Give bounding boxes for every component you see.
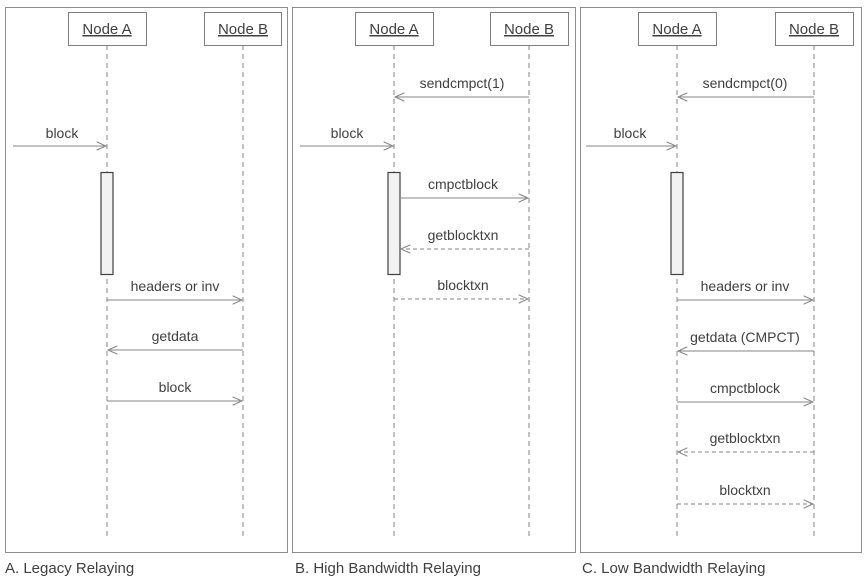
message-getblocktxn: getblocktxn [676, 430, 814, 457]
actor-label-node-b: Node B [789, 21, 839, 38]
message-blocktxn: blocktxn [677, 482, 815, 509]
panel-caption-legacy: A. Legacy Relaying [5, 560, 134, 577]
message-headers-or-inv: headers or inv [677, 278, 815, 305]
activation-bar-node-a [100, 171, 114, 276]
message-external-block: block [300, 125, 395, 151]
message-label: getdata [152, 328, 199, 344]
arrowhead-left-icon [399, 244, 411, 254]
message-label: sendcmpct(1) [420, 75, 505, 91]
actor-label-node-b: Node B [504, 21, 554, 38]
message-label: blocktxn [437, 277, 488, 293]
message-external-block: block [13, 125, 108, 151]
actor-box-node-a [68, 12, 147, 46]
message-external-block: block [586, 125, 678, 151]
message-label: block [331, 125, 365, 141]
message-label: headers or inv [131, 278, 220, 294]
message-sendcmpct0: sendcmpct(0) [676, 75, 814, 102]
arrowhead-left-icon [106, 345, 118, 355]
actor-label-node-a: Node A [652, 21, 701, 38]
panel-high-bandwidth-relaying: Node A Node B sendcmpct(1) block cmpctbl… [292, 7, 576, 577]
message-getdata-cmpct: getdata (CMPCT) [676, 329, 814, 356]
message-getdata: getdata [106, 328, 243, 355]
message-label: blocktxn [719, 482, 770, 498]
panel-frame [580, 7, 862, 553]
message-label: getblocktxn [428, 227, 499, 243]
arrowhead-right-icon [666, 141, 678, 151]
message-label: block [159, 379, 193, 395]
message-label: getdata (CMPCT) [690, 329, 800, 345]
arrowhead-right-icon [803, 295, 815, 305]
message-sendcmpct1: sendcmpct(1) [393, 75, 529, 102]
message-getblocktxn: getblocktxn [399, 227, 529, 254]
actor-label-node-a: Node A [369, 21, 418, 38]
message-label: getblocktxn [710, 430, 781, 446]
message-blocktxn: blocktxn [394, 277, 530, 304]
actor-box-node-b [204, 12, 282, 46]
arrowhead-right-icon [96, 141, 108, 151]
arrowhead-right-icon [803, 499, 815, 509]
panel-caption-low-bandwidth: C. Low Bandwidth Relaying [582, 560, 765, 577]
activation-bar-node-a [387, 171, 401, 276]
actor-box-node-a [638, 12, 717, 46]
actor-box-node-a [355, 12, 434, 46]
message-label: sendcmpct(0) [703, 75, 788, 91]
arrowhead-right-icon [383, 141, 395, 151]
panel-frame [292, 7, 576, 553]
arrowhead-left-icon [676, 346, 688, 356]
panel-frame [5, 7, 288, 553]
activation-bar-node-a [670, 171, 684, 276]
arrowhead-right-icon [518, 193, 530, 203]
message-label: cmpctblock [710, 380, 781, 396]
message-block: block [107, 379, 244, 406]
arrowhead-right-icon [803, 397, 815, 407]
message-label: block [614, 125, 648, 141]
message-cmpctblock: cmpctblock [400, 176, 530, 203]
message-label: headers or inv [701, 278, 790, 294]
arrowhead-right-icon [232, 295, 244, 305]
message-headers-or-inv: headers or inv [107, 278, 244, 305]
actor-box-node-b [775, 12, 854, 46]
arrowhead-left-icon [676, 447, 688, 457]
panel-caption-high-bandwidth: B. High Bandwidth Relaying [295, 560, 481, 577]
message-label: block [46, 125, 80, 141]
message-cmpctblock: cmpctblock [677, 380, 815, 407]
arrowhead-left-icon [676, 92, 688, 102]
arrowhead-right-icon [518, 294, 530, 304]
message-label: cmpctblock [428, 176, 499, 192]
panel-legacy-relaying: Node A Node B block headers or inv getda… [5, 7, 288, 577]
arrowhead-right-icon [232, 396, 244, 406]
actor-label-node-b: Node B [218, 21, 268, 38]
actor-label-node-a: Node A [82, 21, 131, 38]
panel-low-bandwidth-relaying: Node A Node B sendcmpct(0) block headers… [580, 7, 862, 577]
actor-box-node-b [490, 12, 569, 46]
arrowhead-left-icon [393, 92, 405, 102]
